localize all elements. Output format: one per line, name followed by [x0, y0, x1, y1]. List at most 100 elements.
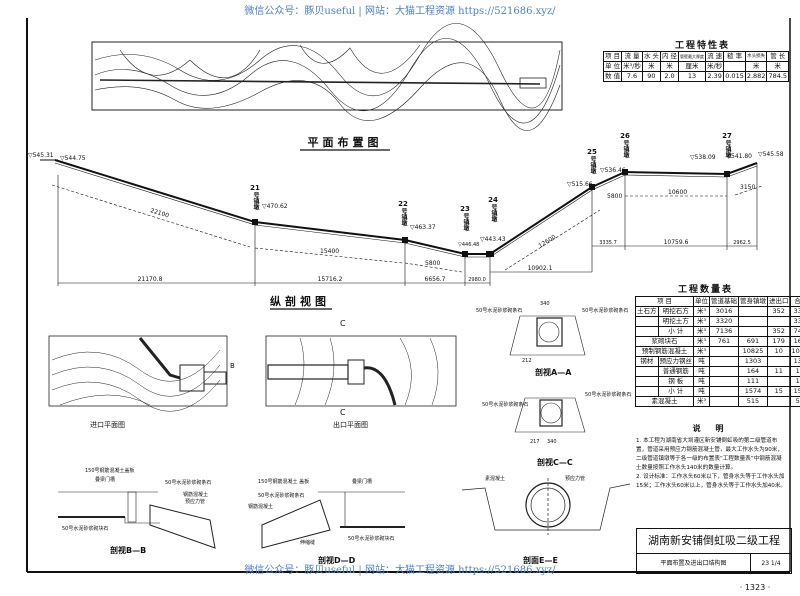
- watermark-bottom: 微信公众号：豚贝useful | 网站：大猫工程资源 https://52168…: [244, 563, 556, 576]
- cell: 米³: [693, 316, 710, 327]
- cell: 111: [789, 376, 800, 387]
- station-23-elev: ▽446.48: [458, 242, 479, 248]
- cell: [709, 346, 739, 357]
- cell: 761: [709, 336, 739, 347]
- cell: 合 计: [789, 296, 800, 307]
- slope-length-5: 5800: [607, 193, 622, 200]
- cell: 预制钢筋混凝土: [635, 346, 694, 357]
- cell: 内 径: [659, 51, 680, 62]
- note-item: 2. 设计标准：工作水头60米以下，管身水头等于工作水头加15米；工作水头60米…: [636, 474, 787, 489]
- cell: 单 位: [602, 61, 623, 72]
- cell: 流 量: [621, 51, 643, 62]
- cell: 浆砌块石: [635, 336, 694, 347]
- qty-row: 浆砌块石米³7616911791631: [635, 336, 800, 347]
- cell: [767, 316, 791, 327]
- qty-table-title: 工程数量表: [678, 285, 734, 295]
- cell: [709, 386, 739, 397]
- cell: 吨: [693, 386, 710, 397]
- section-bb-drawing: [58, 491, 216, 549]
- heading-section-ee: 剖面E—E: [523, 555, 558, 565]
- station-25-label: 号镇墩: [589, 156, 596, 174]
- cell: 流 速: [705, 51, 725, 62]
- station-27-elev: ▽538.09: [690, 154, 716, 161]
- station-25-elev: ▽515.66: [567, 181, 593, 188]
- page-number: · 1323 ·: [740, 583, 771, 592]
- cell: 90: [641, 71, 661, 82]
- station-21-elev: ▽470.62: [262, 203, 288, 210]
- cell: [767, 396, 791, 407]
- cell: 单位: [693, 296, 710, 307]
- station-26-elev: ▽536.46: [600, 167, 626, 174]
- station-24-label: 号镇墩: [490, 204, 497, 222]
- cell: [738, 326, 768, 337]
- heading-section-cc: 剖视C—C: [537, 457, 573, 467]
- bb-label-4: 50号水泥砂浆砌块石: [62, 525, 108, 532]
- station-23-label: 号镇墩: [462, 213, 469, 231]
- spec-table-title: 工程特性表: [675, 41, 731, 51]
- heading-plan: 平面布置图: [308, 135, 383, 149]
- dd-label-5: 50号水泥砂浆砌块石: [348, 535, 394, 542]
- qty-row: 土石方明挖石方米³30163523368: [635, 306, 800, 317]
- cell: 米³/秒: [621, 61, 643, 72]
- cell: 15: [767, 386, 791, 397]
- bb-label-5: 预应力管: [185, 498, 205, 505]
- heading-inlet-plan: 进口平面图: [90, 421, 125, 429]
- station-25: 25: [587, 148, 597, 156]
- cell: 515: [789, 396, 800, 407]
- cell: 1631: [789, 336, 800, 347]
- hdim-7: 10759.6: [664, 239, 689, 246]
- station-23: 23: [460, 205, 470, 213]
- qty-row: 普通钢筋吨16411175: [635, 366, 800, 377]
- cell: 预应力钢丝: [657, 356, 694, 367]
- cell: 3016: [709, 306, 739, 317]
- cell: 1589: [789, 386, 800, 397]
- notes: 说 明 1. 本工程为湖南省大圳灌区新安铺倒虹吸的第二级管道布置，管道采用预应力…: [636, 424, 787, 491]
- cell: 175: [789, 366, 800, 377]
- cell: 1574: [738, 386, 768, 397]
- note-item: 1. 本工程为湖南省大圳灌区新安铺倒虹吸的第二级管道布置，管道采用预应力钢筋混凝…: [636, 438, 783, 471]
- cell: [635, 326, 659, 337]
- qty-row: 预制钢筋混凝土米³108251010835: [635, 346, 800, 357]
- title-block: 湖南新安铺倒虹吸二级工程 平面布置及进出口结构图 23 1/4: [636, 528, 792, 574]
- section-mark-c-top: C: [340, 319, 346, 328]
- section-aa-drawing: [509, 315, 586, 356]
- cell: 普通钢筋: [657, 366, 694, 377]
- station-24: 24: [488, 196, 498, 204]
- cell: 10825: [738, 346, 768, 357]
- slope-length-2: 15400: [320, 248, 339, 255]
- cell: 米: [744, 61, 768, 72]
- cell: 管身镇墩: [738, 296, 768, 307]
- slope-length-4: 12600: [537, 234, 557, 250]
- dd-label-6: 伸缩缝: [300, 539, 315, 546]
- spec-unit-row: 单 位米³/秒米米厘米米/秒米米: [602, 61, 790, 72]
- station-22-label: 号镇墩: [400, 208, 407, 226]
- ee-label-1: 素混凝土: [485, 475, 505, 482]
- hdim-8: 2962.5: [733, 240, 751, 246]
- dd-label-4: 钢筋混凝土: [248, 503, 273, 510]
- cell: [635, 376, 659, 387]
- cell: 吨: [693, 366, 710, 377]
- section-mark-b: B: [230, 362, 235, 370]
- cell: 项 目: [602, 51, 623, 62]
- ee-label-2: 预应力管: [565, 475, 585, 482]
- slope-length-3: 5800: [425, 260, 440, 267]
- qty-row: 小 计吨1574151589: [635, 386, 800, 397]
- elev-start1: ▽545.31: [28, 152, 54, 159]
- cell: 2.39: [705, 71, 725, 82]
- cell: 水头损失: [744, 51, 768, 62]
- cell: [635, 366, 659, 377]
- cell: 515: [738, 396, 768, 407]
- station-26-label: 号镇墩: [622, 140, 629, 158]
- cell: 13: [678, 71, 707, 82]
- cell: 米: [659, 61, 680, 72]
- site-map: [91, 23, 563, 131]
- cell: 691: [738, 336, 768, 347]
- cell: 钢材: [635, 356, 659, 367]
- project-title: 湖南新安铺倒虹吸二级工程: [637, 529, 791, 554]
- dd-label-1: 150号钢筋混凝土 盖板: [258, 478, 309, 485]
- cc-dim-217: 217: [530, 439, 540, 445]
- slope-length-1: 22100: [149, 207, 169, 219]
- aa-dim-212: 212: [522, 358, 532, 364]
